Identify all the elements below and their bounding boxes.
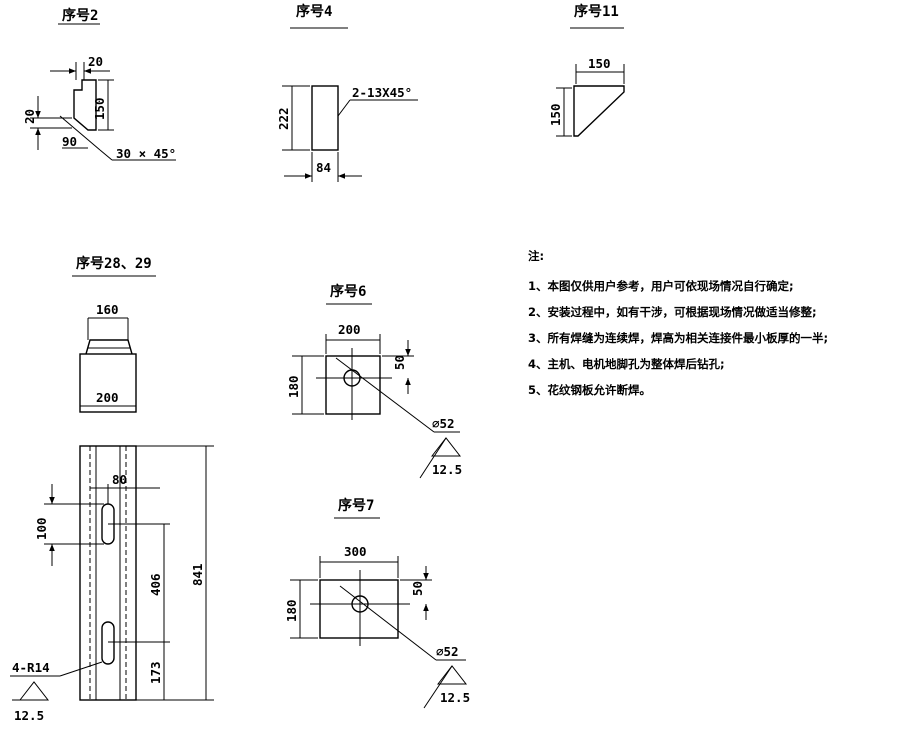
part-28-29-top-hat bbox=[85, 339, 133, 355]
part-28-29-dim-173: 173 bbox=[148, 661, 163, 684]
part-28-29-dim-bottom-width: 200 bbox=[96, 390, 119, 405]
part-28-29-title: 序号28、29 bbox=[76, 255, 152, 272]
part-7-plate bbox=[319, 579, 399, 639]
part-7-dim-width: 300 bbox=[344, 544, 367, 559]
part-2-title: 序号2 bbox=[62, 7, 98, 24]
note-item-3: 3、所有焊缝为连续焊，焊高为相关连接件最小板厚的一半; bbox=[528, 331, 828, 345]
part-11-dim-height: 150 bbox=[548, 103, 563, 126]
part-2-view: 序号2 20 150 20 90 30 × 45° bbox=[22, 7, 176, 161]
part-7-hole: ⌀52 bbox=[436, 644, 459, 659]
part-28-29-view: 序号28、29 160 200 80 100 406 bbox=[10, 255, 214, 723]
part-7-hole-leader bbox=[339, 585, 437, 661]
notes-heading: 注: bbox=[528, 249, 544, 263]
part-6-dim-width: 200 bbox=[338, 322, 361, 337]
part-2-chamfer: 30 × 45° bbox=[116, 146, 176, 161]
part-6-hole: ⌀52 bbox=[432, 416, 455, 431]
part-2-profile bbox=[73, 79, 97, 131]
note-item-5: 5、花纹钢板允许断焊。 bbox=[528, 383, 651, 397]
part-28-29-radius-leader bbox=[59, 661, 103, 677]
part-2-chamfer-leader-b bbox=[99, 149, 113, 161]
part-7-rough-symbol bbox=[436, 665, 468, 685]
part-6-rough-symbol bbox=[430, 437, 462, 457]
note-item-2: 2、安装过程中，如有干涉，可根据现场情况做适当修整; bbox=[528, 305, 817, 319]
part-4-profile bbox=[311, 85, 339, 151]
part-7-dim-hole-offset: 50 bbox=[410, 581, 425, 596]
part-11-profile bbox=[573, 85, 625, 137]
part-28-29-dim-841: 841 bbox=[190, 563, 205, 586]
part-28-29-plate bbox=[79, 445, 137, 701]
part-4-chamfer: 2-13X45° bbox=[352, 85, 412, 100]
notes-block: 注: 1、本图仅供用户参考，用户可依现场情况自行确定; 2、安装过程中，如有干涉… bbox=[528, 249, 828, 397]
part-11-view: 序号11 150 150 bbox=[548, 3, 625, 137]
part-2-dim-left: 20 bbox=[22, 109, 37, 124]
part-11-title: 序号11 bbox=[574, 3, 619, 20]
part-4-view: 序号4 2-13X45° 222 84 bbox=[276, 3, 418, 182]
part-6-dim-height: 180 bbox=[286, 375, 301, 398]
note-item-4: 4、主机、电机地脚孔为整体焊后钻孔; bbox=[528, 357, 725, 371]
part-28-29-dim-406: 406 bbox=[148, 573, 163, 596]
part-28-29-dim-slot-len: 100 bbox=[34, 517, 49, 540]
part-7-title: 序号7 bbox=[338, 497, 374, 514]
part-2-dim-height: 150 bbox=[92, 97, 107, 120]
part-28-29-dim-slot-spacing: 80 bbox=[112, 472, 127, 487]
part-28-29-dim-top-width: 160 bbox=[96, 302, 119, 317]
part-28-29-rough-symbol bbox=[18, 681, 50, 701]
part-28-29-top-body bbox=[79, 353, 137, 413]
note-item-1: 1、本图仅供用户参考，用户可依现场情况自行确定; bbox=[528, 279, 794, 293]
part-6-rough: 12.5 bbox=[432, 462, 462, 477]
part-4-dim-width: 84 bbox=[316, 160, 331, 175]
part-6-title: 序号6 bbox=[330, 283, 366, 300]
part-7-view: 序号7 300 50 180 ⌀52 12.5 bbox=[284, 497, 470, 709]
part-28-29-radius: 4-R14 bbox=[12, 660, 50, 675]
part-6-rough-tail bbox=[419, 437, 447, 479]
part-4-dim-height: 222 bbox=[276, 107, 291, 130]
part-6-hole-leader bbox=[335, 357, 435, 433]
part-2-dim-top: 20 bbox=[88, 54, 103, 69]
part-6-dim-hole-offset: 50 bbox=[392, 355, 407, 370]
part-4-title: 序号4 bbox=[296, 3, 332, 20]
part-6-view: 序号6 200 50 180 ⌀52 12.5 bbox=[286, 283, 462, 479]
part-11-dim-width: 150 bbox=[588, 56, 611, 71]
part-7-rough-tail bbox=[423, 665, 453, 709]
part-7-rough: 12.5 bbox=[440, 690, 470, 705]
part-2-chamfer-leader bbox=[59, 115, 101, 151]
part-28-29-slot-lower bbox=[101, 621, 115, 665]
part-4-chamfer-leader bbox=[337, 99, 351, 117]
part-28-29-rough: 12.5 bbox=[14, 708, 44, 723]
part-7-dim-height: 180 bbox=[284, 599, 299, 622]
part-6-plate bbox=[325, 355, 381, 415]
part-2-dim-base: 90 bbox=[62, 134, 77, 149]
